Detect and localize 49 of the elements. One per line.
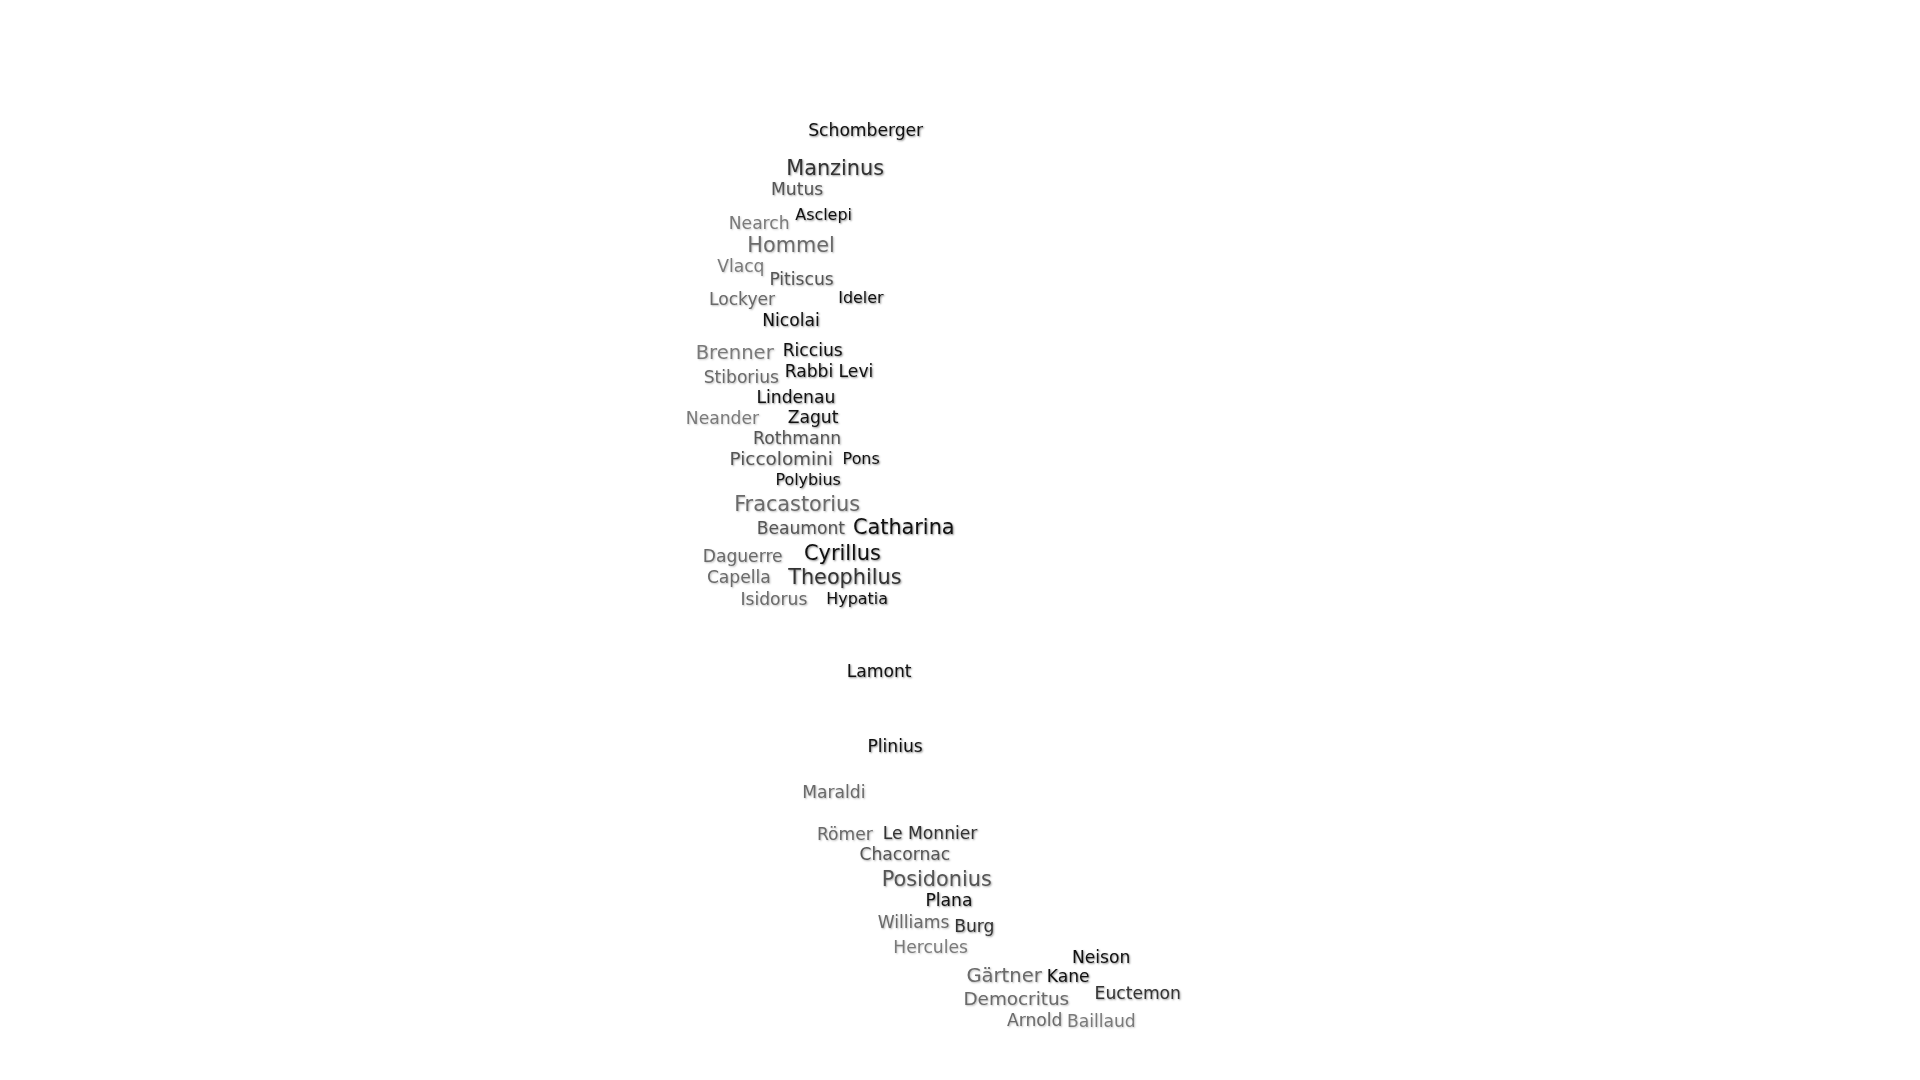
crater-name: Römer [816,826,873,844]
crater-name: Rothmann [753,430,842,448]
crater-name: Plinius [867,738,923,756]
crater-name: Nearch [728,215,790,233]
crater-name: Ideler [838,290,884,306]
crater-name: Lockyer [708,291,776,309]
crater-name: Posidonius [881,868,992,890]
crater-name: Williams [877,914,950,932]
crater-name: Zagut [787,409,839,427]
crater-name: Beaumont [756,520,845,538]
crater-name: Euctemon [1094,985,1181,1003]
crater-name: Isidorus [740,591,808,609]
crater-name: Plana [925,892,973,911]
crater-name: Hercules [893,939,968,957]
crater-name: Chacornac [859,846,951,864]
crater-name: Theophilus [788,566,902,587]
crater-name: Pons [842,451,880,467]
crater-name: Rabbi Levi [784,363,874,381]
crater-name: Cyrillus [804,542,881,564]
crater-name: Capella [706,569,771,587]
crater-name: Schomberger [808,122,924,140]
crater-name: Gärtner [966,966,1042,986]
crater-name: Arnold [1007,1012,1063,1030]
crater-name: Pitiscus [769,271,834,290]
crater-name: Polybius [775,472,841,489]
crater-name: Hommel [747,234,835,256]
crater-name: Baillaud [1066,1013,1136,1031]
crater-name: Hypatia [826,590,888,607]
crater-name: Neison [1072,949,1131,967]
crater-name: Maraldi [802,784,866,803]
crater-name: Catharina [853,516,955,538]
crater-name: Le Monnier [882,825,978,843]
crater-name: Fracastorius [734,493,861,515]
crater-name: Riccius [782,342,843,360]
crater-name: Kane [1046,968,1090,986]
crater-name: Nicolai [762,312,820,331]
crater-name: Burg [954,918,995,936]
crater-name: Asclepi [795,207,852,224]
crater-name: Stiborius [703,369,779,387]
crater-name: Brenner [695,342,774,363]
crater-name: Piccolomini [729,449,833,469]
crater-name: Lindenau [756,389,836,407]
crater-name: Neander [685,410,759,428]
crater-name: Vlacq [717,258,765,276]
crater-name: Daguerre [702,548,783,566]
crater-name: Democritus [963,990,1070,1009]
crater-name: Manzinus [786,157,884,179]
crater-name: Lamont [846,663,912,681]
crater-name: Mutus [771,181,824,199]
